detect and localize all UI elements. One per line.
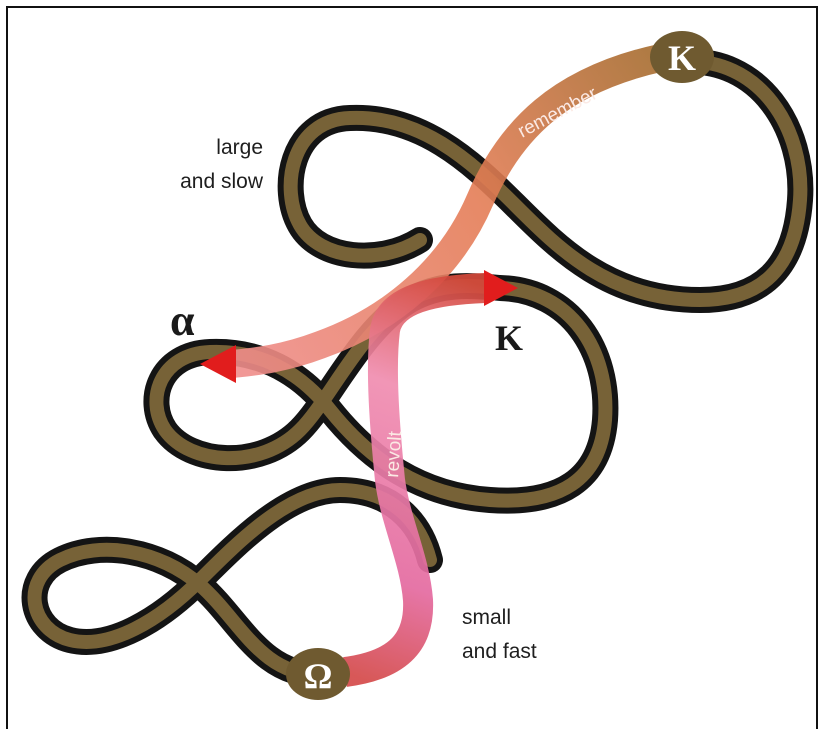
k-badge-upper: K <box>650 31 714 83</box>
small-label-line2: and fast <box>462 640 537 663</box>
large-loop-ribbon <box>283 54 808 308</box>
alpha-symbol: α <box>170 296 195 345</box>
remember-arrow <box>200 44 664 383</box>
omega-symbol: Ω <box>304 656 333 696</box>
revolt-arrow-head <box>484 270 518 306</box>
omega-badge: Ω <box>286 648 350 700</box>
revolt-arrow-band <box>342 273 486 687</box>
large-label-line1: large <box>216 136 263 159</box>
k-middle-symbol: K <box>495 318 523 358</box>
remember-arrow-head <box>200 345 236 383</box>
k-upper-symbol: K <box>668 38 696 78</box>
revolt-label: revolt <box>382 430 406 479</box>
large-label-line2: and slow <box>180 170 264 193</box>
remember-arrow-band <box>230 44 664 378</box>
small-loop-ribbon <box>27 482 437 682</box>
large-slow-loop <box>277 48 814 314</box>
small-fast-loop <box>21 476 443 688</box>
small-label-line1: small <box>462 606 511 629</box>
revolt-arrow <box>342 270 518 687</box>
